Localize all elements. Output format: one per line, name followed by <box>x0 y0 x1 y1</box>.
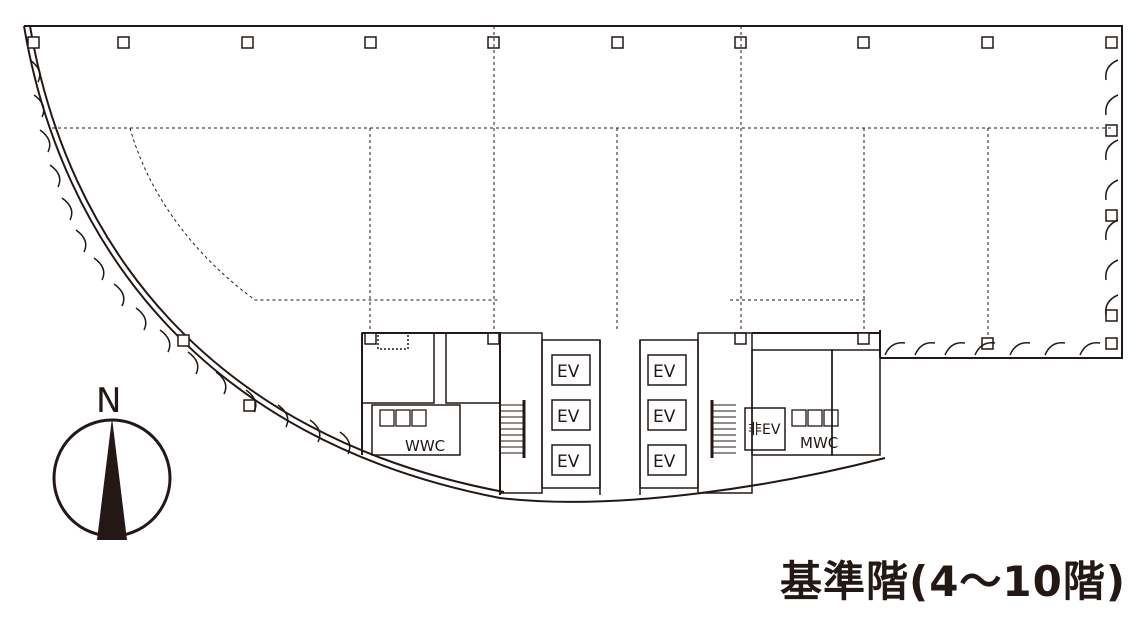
ev-label-1: EV <box>557 362 580 382</box>
compass: N <box>52 381 172 540</box>
wwc-label: WWC <box>405 437 445 455</box>
ev-label-2: EV <box>557 407 580 427</box>
north-wall <box>24 25 1123 359</box>
floor-title: 基準階(4〜10階) <box>780 557 1127 606</box>
ev-label-3: EV <box>557 452 580 472</box>
core-rooms <box>361 332 881 495</box>
elevator-cars <box>551 354 786 476</box>
stair-right <box>710 400 736 458</box>
stair-left <box>500 400 526 458</box>
grid-lines <box>52 26 1112 338</box>
ev-label-5: EV <box>653 407 676 427</box>
core-outline <box>361 332 880 495</box>
ev-label-4: EV <box>653 362 676 382</box>
mwc-label: MWC <box>800 434 838 452</box>
compass-north-label: N <box>96 381 121 421</box>
north-arrow-icon <box>97 418 127 540</box>
emergency-ev-label: 非EV <box>748 422 781 438</box>
toilet-stalls <box>379 409 839 427</box>
window-swings <box>29 59 1119 455</box>
ev-label-6: EV <box>653 452 676 472</box>
curved-wall <box>23 25 886 503</box>
